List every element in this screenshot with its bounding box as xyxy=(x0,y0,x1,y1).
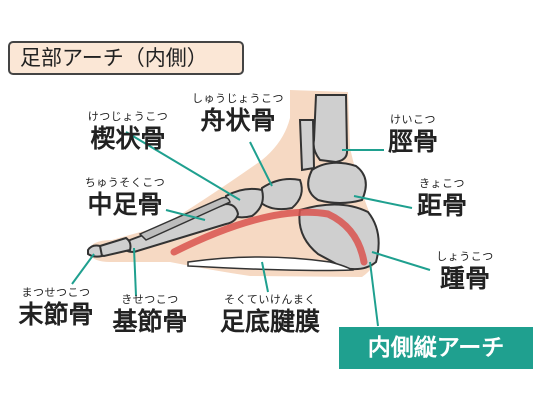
leader-chusoku xyxy=(165,209,206,221)
leader-shujo xyxy=(249,141,273,187)
talus-bone xyxy=(307,161,367,204)
leader-kyokotsu xyxy=(353,195,413,209)
leader-arch xyxy=(369,261,379,327)
label-chusoku: ちゅうそくこつ 中足骨 xyxy=(84,176,166,219)
label-keikotsu: けいこつ 脛骨 xyxy=(387,113,438,156)
label-sokutei: そくていけんまく 足底腱膜 xyxy=(219,293,320,336)
medial-arch-line xyxy=(170,208,368,266)
label-kisetsu: きせつこつ 基節骨 xyxy=(112,293,188,336)
leader-shokotsu xyxy=(371,251,431,271)
label-kyokotsu: きょこつ 距骨 xyxy=(416,177,467,220)
leader-kisetsu xyxy=(133,247,137,297)
leader-massetsu xyxy=(71,253,95,285)
distal-phalanx-bone xyxy=(87,244,104,258)
label-massetsu: まつせつこつ 末節骨 xyxy=(18,286,94,329)
label-kusabijo: けつじょうこつ 楔状骨 xyxy=(87,110,169,153)
navicular-bone xyxy=(258,178,303,211)
diagram-title: 足部アーチ（内側） xyxy=(8,41,244,75)
label-shokotsu: しょうこつ 踵骨 xyxy=(436,250,494,293)
plantar-fascia xyxy=(187,256,355,272)
label-shujo: しゅうじょうこつ 舟状骨 xyxy=(192,92,284,135)
leader-kusabijo xyxy=(125,131,241,201)
metatarsal-bone-2 xyxy=(138,196,231,241)
arch-label-box: 内側縦アーチ xyxy=(339,327,533,369)
leader-sokutei xyxy=(261,261,269,293)
fibula-bone xyxy=(298,119,316,172)
tibia-bone xyxy=(312,94,349,164)
